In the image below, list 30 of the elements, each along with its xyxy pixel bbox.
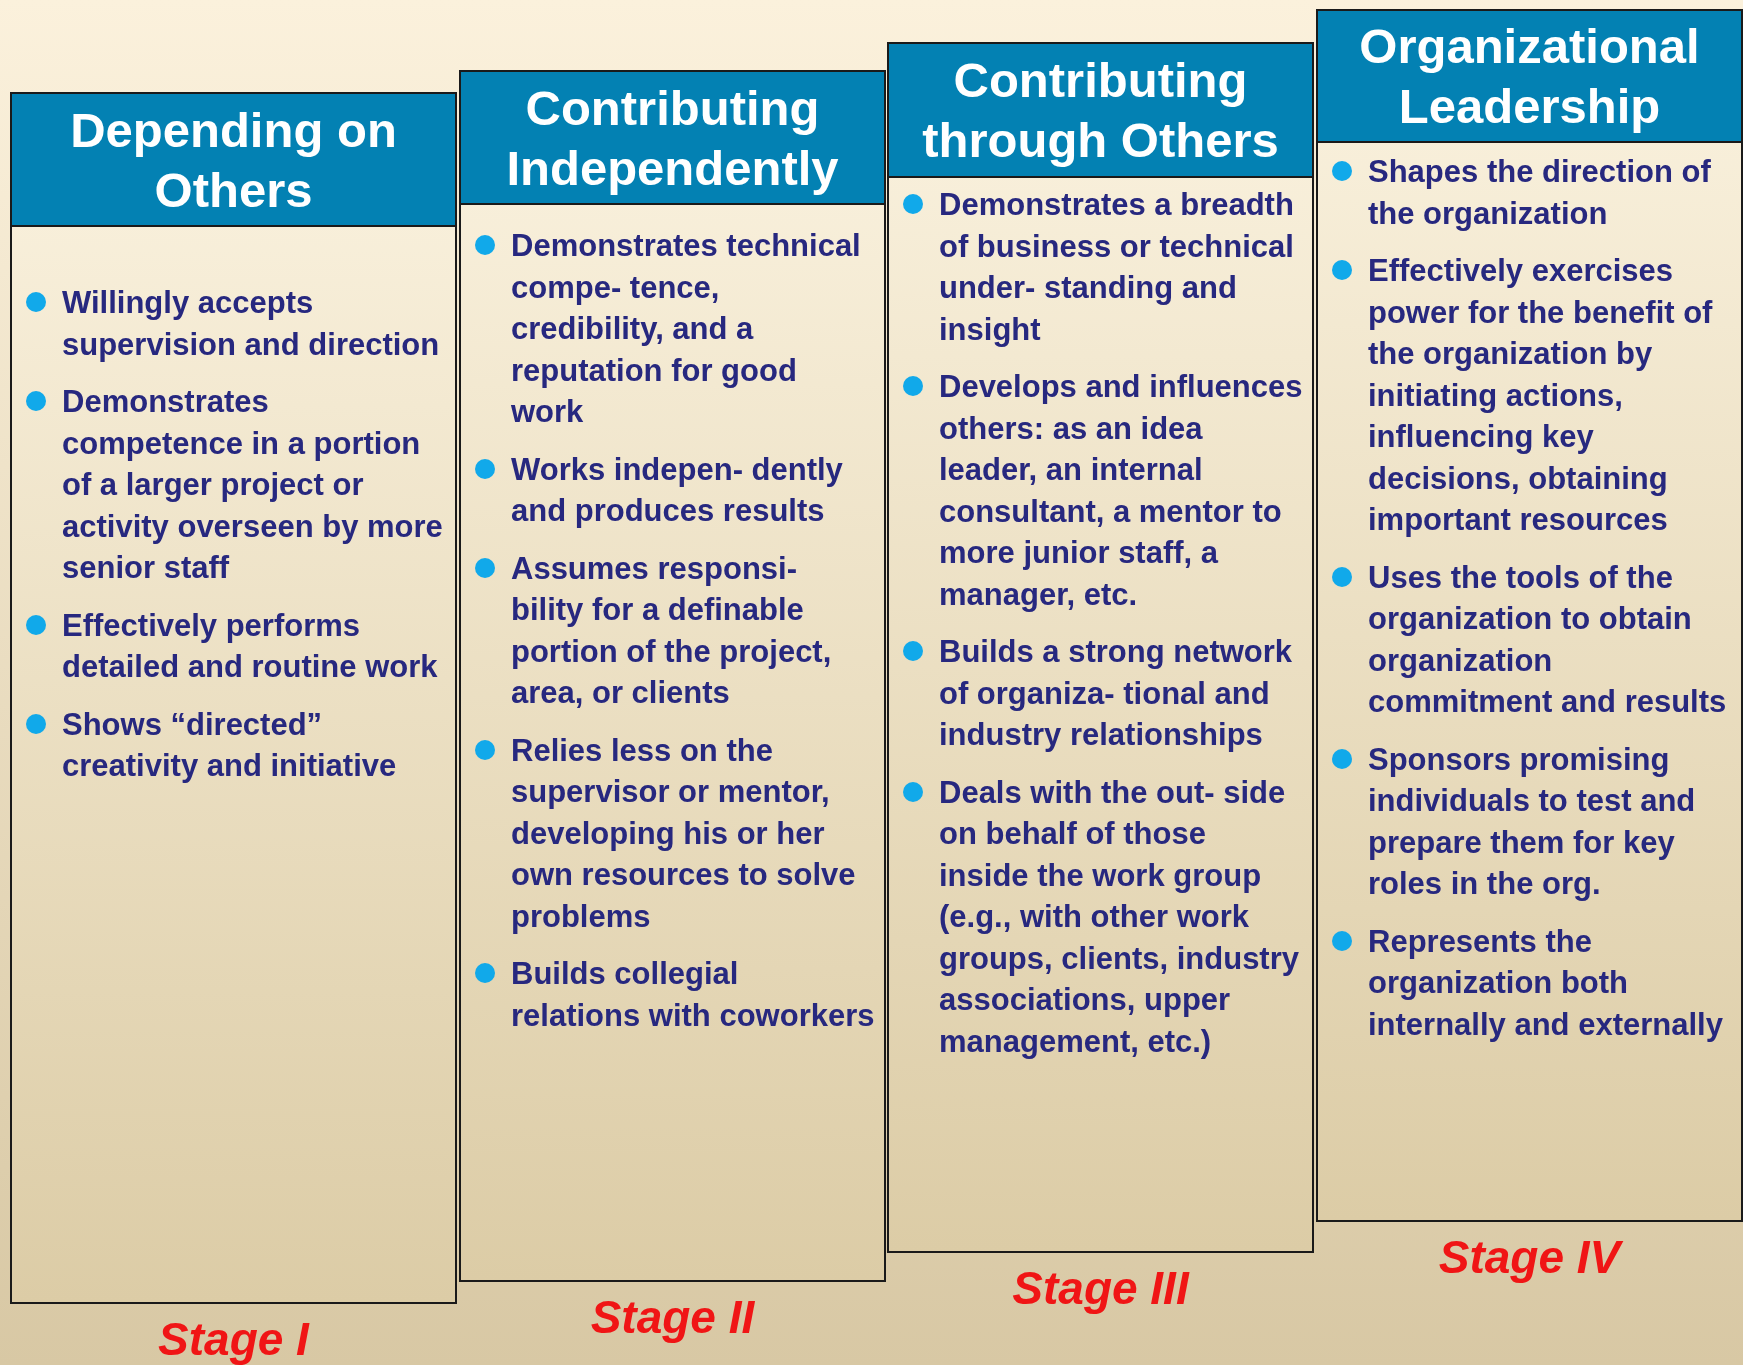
bullet-text: Builds a strong network of organiza- tional and industry relationships [939,633,1294,754]
bullet-text: Demonstrates competence in a portion of a larger project or activity overseen by more senior staff [62,383,444,587]
bullet-text: Assumes responsi- bility for a definable portion of the project, area, or clients [511,549,833,712]
stage-label: Stage I [157,1312,311,1365]
bullet-text: Effectively exercises power for the benefit of the organization by initiating actions, influencing key decisions, obtaining important resources [1368,252,1714,539]
bullet-text: Uses the tools of the organization to obtain organization commitment and results [1368,558,1728,721]
bullet-text: Builds collegial relations with coworkers [511,955,876,1035]
bullet-text: Demonstrates a breadth of business or technical under- standing and insight [939,186,1295,349]
stage-label: Stage IV [1437,1230,1624,1284]
bullet-text: Sponsors promising individuals to test and prepare them for key roles in the org. [1368,740,1697,903]
bullet-text: Shows “directed” creativity and initiative [62,705,398,785]
bullet-text: Relies less on the supervisor or mentor, developing his or her own resources to solve problems [511,731,857,936]
stage-column [459,70,886,1282]
column-header: Contributing through Others [889,44,1312,178]
stage-column [10,92,457,1304]
bullet-text: Works indepen- dently and produces results [511,450,844,530]
column-header: Organizational Leadership [1318,11,1741,143]
bullet-text: Represents the organization both internally and externally [1368,922,1724,1044]
bullet-text: Develops and influences others: as an idea leader, an internal consultant, a mentor to more junior staff, a manager, etc. [939,368,1304,614]
bullet-text: Deals with the out- side on behalf of those inside the work group (e.g., with other work groups, clients, industry associations, upper management, etc.) [939,773,1300,1061]
stage-label: Stage II [589,1290,756,1344]
bullet-text: Willingly accepts supervision and direction [62,284,441,364]
stage-column [887,42,1314,1253]
column-header: Depending on Others [12,94,455,227]
column-header: Contributing Independently [461,72,884,205]
bullet-text: Shapes the direction of the organization [1368,153,1712,233]
stage-label: Stage III [1011,1261,1191,1315]
bullet-text: Effectively performs detailed and routine work [62,606,439,686]
bullet-text: Demonstrates technical compe- tence, credibility, and a reputation for good work [511,227,862,431]
stage-column [1316,9,1743,1222]
